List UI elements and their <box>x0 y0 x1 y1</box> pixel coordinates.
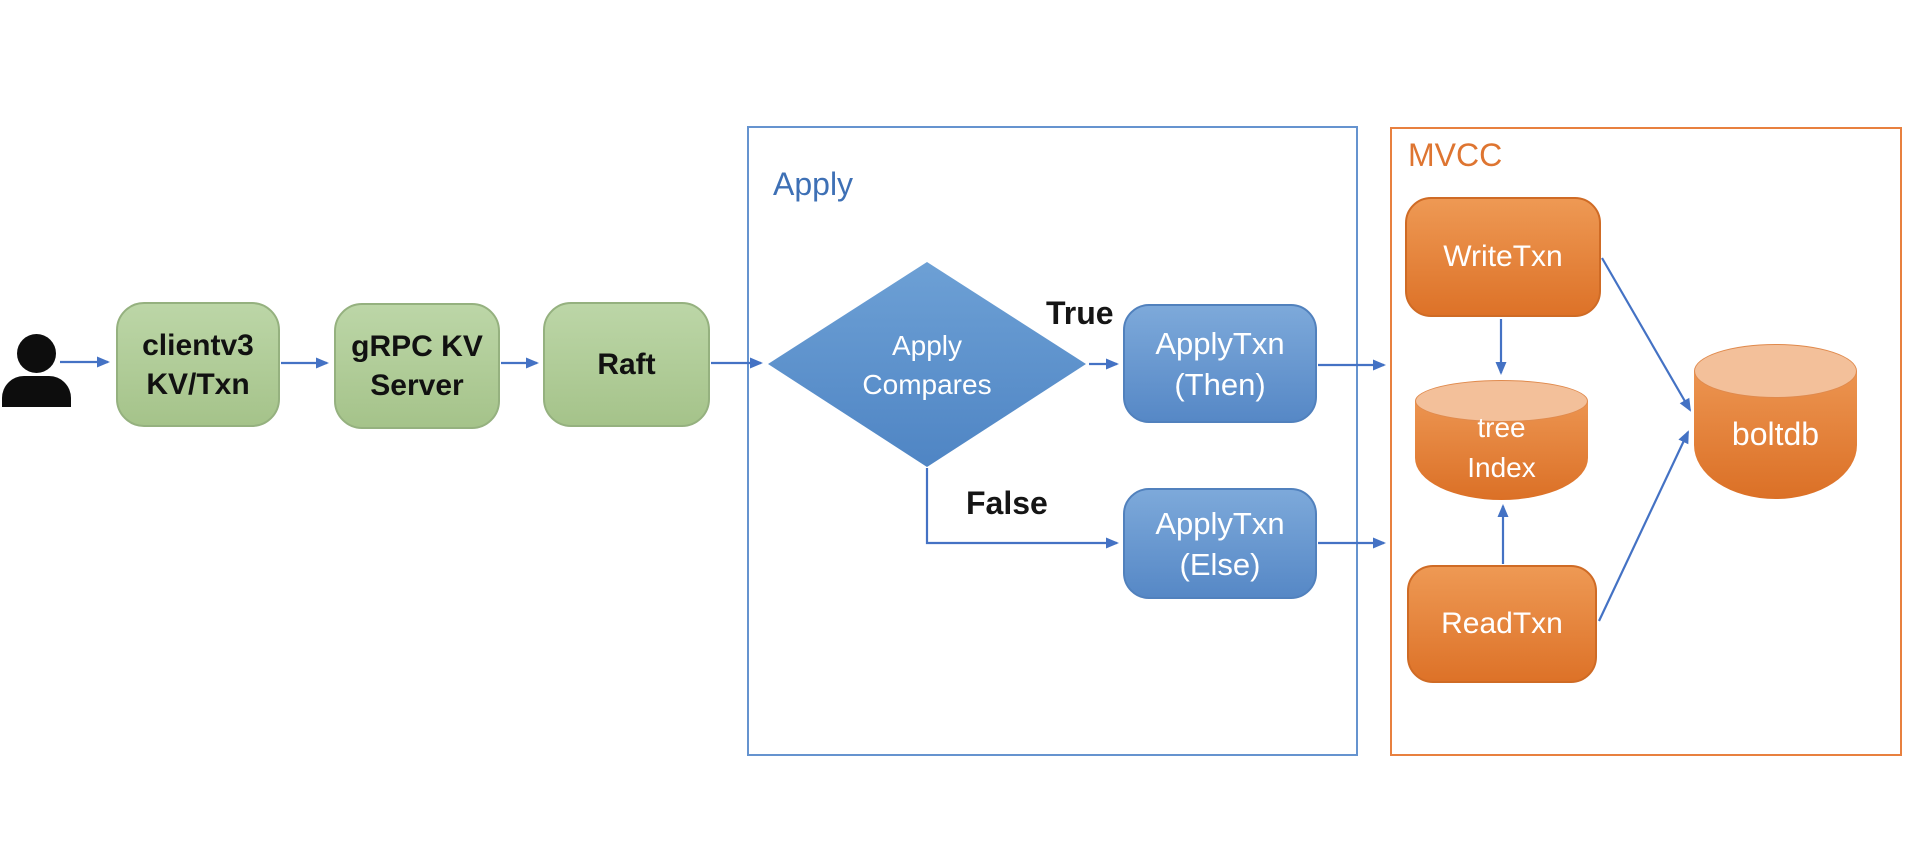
flow-arrow-readtxn-boltdb <box>1598 430 1689 622</box>
node-label-line: tree <box>1477 412 1526 443</box>
node-applytxn-then: ApplyTxn (Then) <box>1123 304 1317 423</box>
apply-region-label: Apply <box>773 166 854 202</box>
node-label-line: Raft <box>597 348 656 381</box>
node-readtxn: ReadTxn <box>1407 565 1597 683</box>
person-icon <box>0 330 74 410</box>
node-label-line: (Else) <box>1179 546 1261 582</box>
apply-compares-label: Apply Compares <box>827 326 1027 404</box>
node-label-line: boltdb <box>1731 416 1820 452</box>
apply-compares-diamond <box>768 262 1086 467</box>
node-label-line: ApplyTxn <box>1155 505 1285 541</box>
node-grpc-kv-server: gRPC KV Server <box>334 303 500 429</box>
cylinder-top-icon <box>1694 344 1857 398</box>
node-label-line: Compares <box>862 369 992 400</box>
node-label-line: ApplyTxn <box>1155 325 1285 361</box>
mvcc-region-label: MVCC <box>1408 137 1503 173</box>
node-tree-index-cylinder: tree Index <box>1415 380 1588 500</box>
node-label-line: gRPC KV <box>351 330 483 363</box>
node-raft: Raft <box>543 302 710 427</box>
node-label-line: clientv3 <box>142 328 254 362</box>
tree-index-label: tree Index <box>1415 408 1588 488</box>
flow-arrow-writetxn-boltdb <box>1601 257 1692 412</box>
true-branch-label: True <box>1046 295 1114 331</box>
node-label-line: Apply <box>891 330 963 361</box>
false-branch-label: False <box>966 485 1048 521</box>
apply-region: Apply <box>747 126 1358 756</box>
node-label-line: Server <box>370 369 464 402</box>
node-applytxn-else: ApplyTxn (Else) <box>1123 488 1317 599</box>
boltdb-label: boltdb <box>1694 416 1857 453</box>
node-label-line: (Then) <box>1174 366 1266 402</box>
mvcc-region: MVCC <box>1390 127 1902 756</box>
node-label-line: Index <box>1467 452 1536 483</box>
node-clientv3-kv-txn: clientv3 KV/Txn <box>116 302 280 427</box>
node-label-line: ReadTxn <box>1441 607 1563 640</box>
cylinder-top-icon <box>1415 380 1588 422</box>
node-label-line: WriteTxn <box>1443 240 1563 273</box>
flow-arrow-false-branch <box>925 468 1119 549</box>
person-head-icon <box>17 334 56 373</box>
person-body-icon <box>2 376 71 407</box>
node-label-line: KV/Txn <box>146 367 250 401</box>
node-writetxn: WriteTxn <box>1405 197 1601 317</box>
node-boltdb-cylinder: boltdb <box>1694 344 1857 499</box>
